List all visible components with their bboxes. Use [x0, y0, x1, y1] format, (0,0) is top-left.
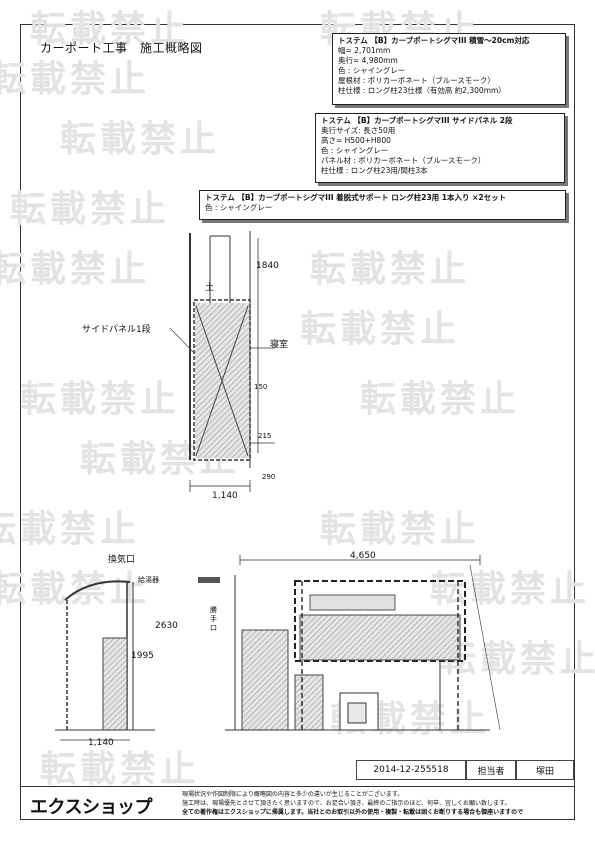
person-label-cell: 担当者: [466, 760, 516, 780]
spec-line: パネル材 : ポリカーボネート（ブルースモーク）: [321, 156, 486, 165]
spec-line: 柱仕様 : ロング柱23用/間柱3本: [321, 166, 428, 175]
footer-note: 施工時は、現場優先とさせて頂きたく思いますので、お足合い頂き、最終のご指示のほど…: [182, 800, 511, 807]
side-panel-label: サイドパネル1段: [82, 325, 151, 335]
watermark: 転載禁止: [60, 119, 221, 160]
dim-150: 150: [254, 383, 268, 391]
footer-note: 全ての著作権はエクスショップに帰属します。当社とのお取引以外の使用・複製・転載は…: [182, 809, 524, 816]
watermark: 転載禁止: [0, 509, 141, 550]
spec-box-carport: トステム 【B】カーブポートシグマIII 積雪～20cm対応 幅= 2,701m…: [332, 33, 566, 105]
watermark: 転載禁止: [300, 309, 461, 350]
page-title: カーポート工事 施工概略図: [40, 41, 203, 55]
back-door-label: 勝手口: [210, 606, 217, 632]
dim-height-elevation-2: 1995: [131, 651, 154, 661]
watermark: 転載禁止: [310, 249, 471, 290]
drawing-frame: [20, 24, 575, 820]
company-logo: エクスショップ: [30, 797, 152, 818]
spec-heading: トステム 【B】カーブポートシグマIII 積雪～20cm対応: [338, 36, 530, 45]
dim-1140-plan: 1,140: [212, 491, 238, 501]
water-heater-label: 給湯器: [138, 576, 159, 584]
dim-vertical: 1840: [256, 261, 279, 271]
bedroom-label: 寝室: [270, 340, 289, 350]
person-label: 担当者: [477, 766, 505, 777]
footer: [20, 786, 575, 821]
watermark: 転載禁止: [0, 249, 151, 290]
watermark: 転載禁止: [40, 749, 201, 790]
dim-height-elevation: 2630: [155, 621, 178, 631]
spec-line: 色 : シャイングレー: [321, 146, 389, 155]
watermark: 転載禁止: [20, 379, 181, 420]
spec-line: 色 : シャイングレー: [338, 66, 406, 75]
spec-line: 屋根材 : ポリカーボネート（ブルースモーク）: [338, 76, 495, 85]
dim-290: 290: [262, 473, 276, 481]
doc-number-text: 2014-12-255518: [373, 765, 449, 775]
watermark: 転載禁止: [10, 189, 171, 230]
document-number: 2014-12-255518: [356, 760, 466, 780]
spec-line: 色 : シャイングレー: [205, 203, 273, 212]
spec-line: 柱仕様 : ロング柱23仕様（有効高 約2,300mm）: [338, 86, 506, 95]
footer-notes: 現場状況や作図制限により概略図の内容と多少の違いが生じることがございます。 施工…: [182, 790, 567, 817]
person-name: 塚田: [535, 766, 554, 777]
footer-note: 現場状況や作図制限により概略図の内容と多少の違いが生じることがございます。: [182, 791, 404, 798]
plan-view-drawing: [169, 231, 275, 492]
watermark: 転載禁止: [0, 569, 151, 610]
front-elevation-drawing: [198, 555, 501, 731]
spec-line: 奥行サイズ: 長さ50用: [321, 126, 396, 135]
watermark: 転載禁止: [30, 9, 191, 50]
spec-line: 幅= 2,701mm: [338, 46, 391, 55]
spec-heading: トステム 【B】カーブポートシグマIII 着脱式サポート ロング柱23用 1本入…: [205, 193, 507, 202]
dim-4650: 4,650: [350, 551, 376, 561]
watermark: 転載禁止: [320, 509, 481, 550]
vent-label: 換気口: [108, 555, 136, 565]
spec-box-support: トステム 【B】カーブポートシグマIII 着脱式サポート ロング柱23用 1本入…: [199, 190, 566, 220]
side-elevation-drawing: [55, 580, 155, 741]
spec-box-side-panel: トステム 【B】カーブポートシグマIII サイドパネル 2段 奥行サイズ: 長さ…: [315, 113, 565, 183]
soil-label: 土: [205, 283, 215, 293]
watermark: 転載禁止: [0, 59, 151, 100]
dim-215: 215: [258, 432, 272, 440]
spec-heading: トステム 【B】カーブポートシグマIII サイドパネル 2段: [321, 116, 513, 125]
spec-line: 奥行= 4,980mm: [338, 56, 398, 65]
dim-1140-elevation: 1,140: [88, 738, 114, 748]
watermark: 転載禁止: [360, 379, 521, 420]
person-name-cell: 塚田: [516, 760, 574, 780]
spec-line: 高さ= H500+H800: [321, 136, 391, 145]
watermark: 転載禁止: [430, 569, 591, 610]
